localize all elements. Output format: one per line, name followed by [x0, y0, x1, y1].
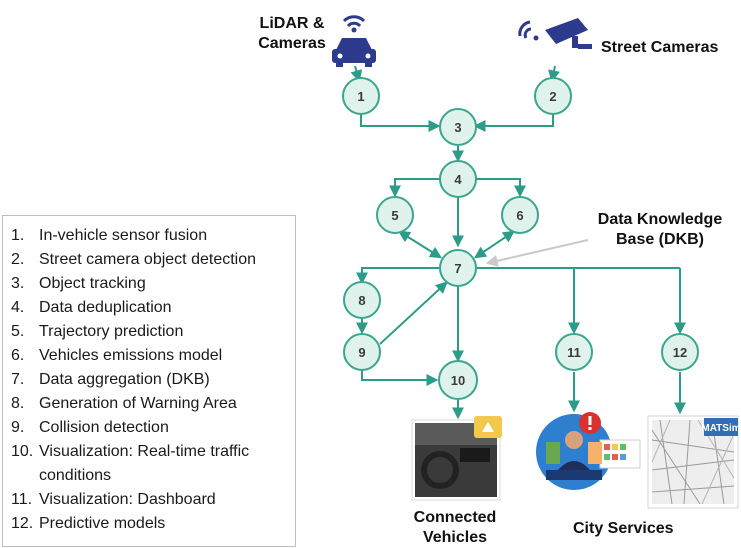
lidar-cameras-label: LiDAR & Cameras [258, 15, 326, 52]
legend-item: 5.Trajectory prediction [11, 323, 184, 340]
svg-text:4: 4 [454, 172, 462, 187]
legend-item: 7.Data aggregation (DKB) [11, 371, 210, 388]
connected-vehicles-label: Connected Vehicles [413, 509, 497, 546]
car-dashboard-image [411, 416, 502, 501]
legend-box: 1.In-vehicle sensor fusion 2.Street came… [2, 215, 296, 547]
city-services-label: City Services [573, 520, 674, 537]
legend-item: 4.Data deduplication [11, 299, 172, 316]
node-1: 1 [342, 77, 380, 115]
node-3: 3 [439, 108, 477, 146]
legend-item: 1.In-vehicle sensor fusion [11, 227, 208, 244]
svg-text:2: 2 [549, 89, 556, 104]
svg-text:12: 12 [673, 345, 687, 360]
node-8: 8 [343, 281, 381, 319]
node-7: 7 [439, 249, 477, 287]
svg-text:9: 9 [358, 345, 365, 360]
legend-item: 12.Predictive models [11, 515, 166, 532]
legend-item: 9.Collision detection [11, 419, 169, 436]
node-6: 6 [501, 196, 539, 234]
svg-text:6: 6 [516, 208, 523, 223]
legend-item-continued: conditions [39, 467, 112, 484]
svg-text:1: 1 [357, 89, 364, 104]
node-4: 4 [439, 160, 477, 198]
node-12: 12 [661, 333, 699, 371]
svg-text:11: 11 [567, 345, 581, 360]
alert-icon [579, 412, 601, 434]
matsim-logo-text: MATSim [701, 423, 740, 434]
node-10: 10 [438, 360, 478, 400]
legend-item: 8.Generation of Warning Area [11, 395, 237, 412]
diagram-edges [350, 65, 686, 420]
street-cameras-label: Street Cameras [601, 39, 719, 56]
car-icon [332, 15, 376, 67]
legend-item: 10.Visualization: Real-time traffic [11, 443, 250, 460]
street-camera-icon [518, 18, 592, 49]
node-9: 9 [343, 333, 381, 371]
legend-item: 2.Street camera object detection [11, 251, 257, 268]
city-map-image: MATSim [647, 415, 741, 509]
node-5: 5 [376, 196, 414, 234]
legend-item: 6.Vehicles emissions model [11, 347, 223, 364]
svg-text:5: 5 [391, 208, 398, 223]
node-2: 2 [534, 77, 572, 115]
svg-text:3: 3 [454, 120, 461, 135]
legend-item: 3.Object tracking [11, 275, 146, 292]
node-11: 11 [555, 333, 593, 371]
svg-text:10: 10 [451, 373, 465, 388]
svg-text:7: 7 [454, 261, 461, 276]
svg-text:8: 8 [358, 293, 365, 308]
diagram-nodes: 1 2 3 4 5 6 7 8 9 10 11 12 [342, 77, 699, 400]
legend-item: 11.Visualization: Dashboard [11, 491, 216, 508]
dkb-label: Data Knowledge Base (DKB) [597, 211, 723, 248]
